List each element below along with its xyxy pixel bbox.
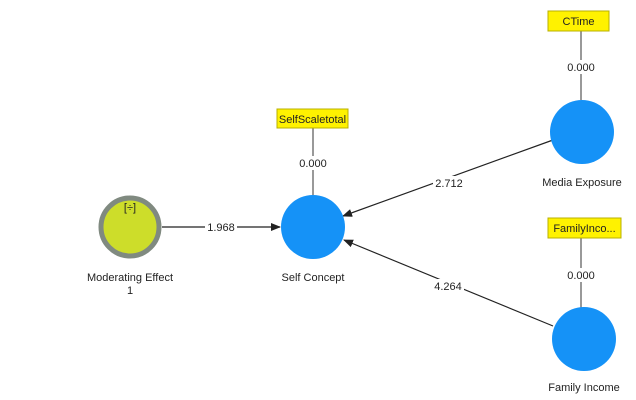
indicator-label-selfscale: SelfScaletotal xyxy=(279,114,346,126)
indicator-label-familyinc: FamilyInco... xyxy=(553,223,615,235)
construct-media-exposure[interactable] xyxy=(550,100,614,164)
loading-familyinc: 0.000 xyxy=(567,270,595,282)
coef-moderating-self: 1.968 xyxy=(207,222,235,234)
construct-family-income[interactable] xyxy=(552,307,616,371)
moderating-label-line1: Moderating Effect xyxy=(87,272,173,284)
indicator-selfscaletotal[interactable]: SelfScaletotal xyxy=(276,108,349,129)
path-coefficients: 1.968 2.712 4.264 xyxy=(205,176,465,293)
indicator-connectors xyxy=(312,31,582,308)
loading-ctime: 0.000 xyxy=(567,62,595,74)
construct-self-concept[interactable] xyxy=(281,195,345,259)
coef-media-self: 2.712 xyxy=(435,178,463,190)
coef-income-self: 4.264 xyxy=(434,281,462,293)
indicator-label-ctime: CTime xyxy=(563,16,595,28)
indicator-familyincome[interactable]: FamilyInco... xyxy=(547,217,622,239)
moderating-symbol-icon: [÷] xyxy=(124,202,136,214)
moderating-label-line2: 1 xyxy=(127,285,133,297)
loading-selfscale: 0.000 xyxy=(299,158,327,170)
self-concept-label: Self Concept xyxy=(282,272,345,284)
media-exposure-label: Media Exposure xyxy=(542,177,622,189)
family-income-label: Family Income xyxy=(548,382,620,394)
construct-moderating-effect[interactable]: [÷] xyxy=(98,195,162,259)
indicator-loadings: 0.000 0.000 0.000 xyxy=(297,60,597,282)
indicator-ctime[interactable]: CTime xyxy=(547,10,610,32)
